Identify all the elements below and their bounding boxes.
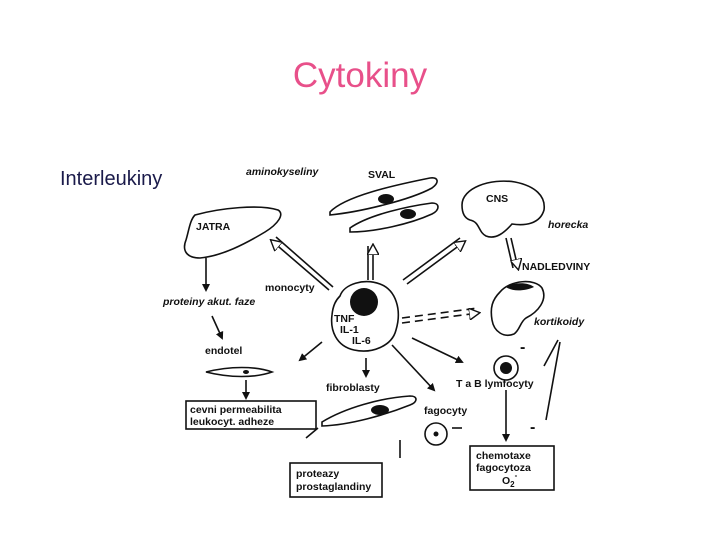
label-horecka: horecka: [548, 219, 588, 231]
label-endotel: endotel: [205, 345, 242, 357]
muscle-cells: [329, 177, 439, 233]
label-il1: IL-1: [340, 324, 359, 336]
monocyte-cell: [330, 280, 400, 352]
liver-shape: JATRA: [183, 206, 282, 259]
label-jatra: JATRA: [196, 221, 231, 233]
label-chemo-2: fagocytoza: [476, 462, 531, 474]
slide-subtitle: Interleukiny: [60, 168, 163, 190]
adrenal-shape: [490, 280, 545, 336]
endothelium-cell: [205, 366, 275, 378]
label-cns: CNS: [486, 193, 508, 205]
cns-shape: CNS: [461, 180, 545, 238]
slide-title: Cytokiny: [292, 56, 428, 95]
label-fagocyty: fagocyty: [424, 405, 467, 417]
fibroblast-cell: [321, 395, 417, 427]
lymphocyte-cell: [493, 355, 519, 381]
label-monocyty: monocyty: [265, 282, 315, 294]
label-proteiny: proteiny akut. faze: [162, 296, 255, 308]
permeability-box: cevni permeabilita leukocyt. adheze: [185, 400, 317, 430]
open-arrows: [272, 236, 518, 324]
label-prot-2: prostaglandiny: [296, 481, 371, 493]
label-il6: IL-6: [352, 335, 371, 347]
label-kortikoidy: kortikoidy: [534, 316, 585, 328]
label-fibroblasty: fibroblasty: [326, 382, 380, 394]
phagocyte-cell: [424, 422, 448, 446]
chemotaxe-box: chemotaxe fagocytoza O2-: [469, 445, 555, 491]
minus-sign-2: -: [530, 419, 535, 436]
label-cevni-2: leukocyt. adheze: [190, 416, 274, 428]
label-chemo-3: O2-: [502, 471, 518, 489]
label-cevni-1: cevni permeabilita: [190, 404, 282, 416]
minus-sign-1: -: [520, 339, 525, 356]
label-aminokyseliny: aminokyseliny: [246, 166, 320, 178]
proteazy-box: proteazy prostaglandiny: [289, 462, 383, 498]
label-lymfocyty: T a B lymfocyty: [456, 378, 534, 390]
label-tnf: TNF: [334, 313, 355, 325]
label-prot-1: proteazy: [296, 468, 339, 480]
label-nadledviny: NADLEDVINY: [522, 261, 590, 273]
label-chemo-1: chemotaxe: [476, 450, 531, 462]
label-sval: SVAL: [368, 169, 396, 181]
